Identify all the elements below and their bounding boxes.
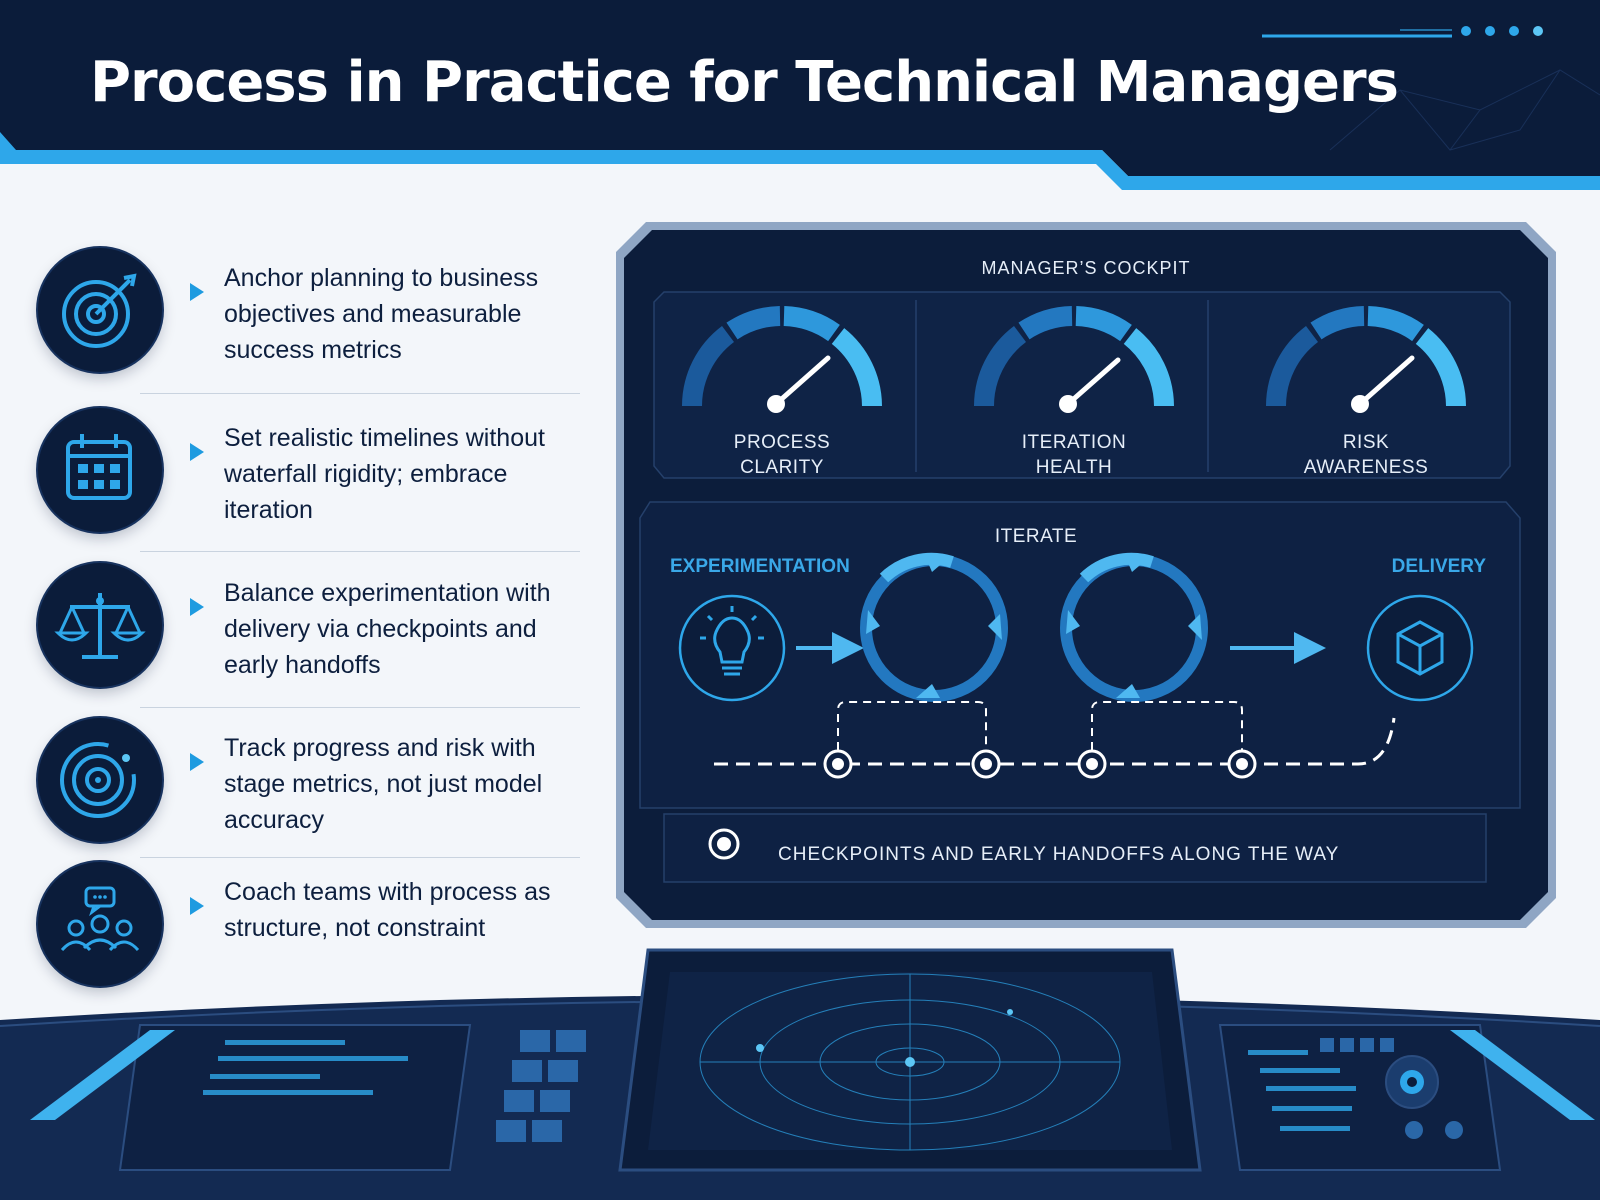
gauge-risk-awareness: RISK AWARENESS xyxy=(1256,300,1476,480)
divider xyxy=(140,393,580,394)
header-dot xyxy=(1461,26,1471,36)
gauge-label-line: CLARITY xyxy=(740,457,824,478)
gauge-label: ITERATION HEALTH xyxy=(964,430,1184,480)
practice-text: Coach teams with process as structure, n… xyxy=(224,878,551,942)
gauge-dial-icon xyxy=(974,306,1174,413)
bullet-arrow-icon xyxy=(190,443,204,461)
header-dot xyxy=(1485,26,1495,36)
gauge-label-line: ITERATION xyxy=(1021,432,1127,453)
iteration-flow-diagram xyxy=(678,552,1474,860)
cockpit-frame xyxy=(616,222,1556,928)
bullet-arrow-icon xyxy=(190,753,204,771)
bullet-arrow-icon xyxy=(190,897,204,915)
divider xyxy=(140,857,580,858)
gauge-label-line: PROCESS xyxy=(733,432,831,453)
cockpit-title: MANAGER’S COCKPIT xyxy=(981,258,1191,278)
practice-item: Set realistic timelines without waterfal… xyxy=(38,400,598,540)
practice-text: Track progress and risk with stage metri… xyxy=(224,734,543,834)
gauge-dial-icon xyxy=(1266,306,1466,413)
console-light-strip xyxy=(1450,1030,1595,1120)
practice-item: Balance experimentation with delivery vi… xyxy=(38,555,598,695)
managers-cockpit-panel: MANAGER’S COCKPIT PROCESS CLARITY xyxy=(616,222,1556,928)
practice-text: Anchor planning to business objectives a… xyxy=(224,264,539,364)
gauge-label: PROCESS CLARITY xyxy=(672,430,892,480)
calendar-icon xyxy=(38,408,162,532)
cockpit-console xyxy=(0,930,1600,1200)
lightbulb-icon xyxy=(678,594,786,702)
radar-icon xyxy=(38,718,162,842)
gauge-label-line: RISK xyxy=(1342,432,1390,453)
target-icon xyxy=(38,248,162,372)
console-light-strip xyxy=(30,1030,175,1120)
practice-item: Anchor planning to business objectives a… xyxy=(38,240,598,380)
iteration-loop-icon xyxy=(1060,552,1208,702)
gauge-label-line: AWARENESS xyxy=(1303,457,1429,478)
gauge-process-clarity: PROCESS CLARITY xyxy=(672,300,892,480)
header-dot xyxy=(1533,26,1543,36)
gauge-dial-icon xyxy=(682,306,882,413)
header-dot xyxy=(1509,26,1519,36)
practice-text: Set realistic timelines without waterfal… xyxy=(224,424,545,524)
header-background xyxy=(0,0,1600,190)
experimentation-label: EXPERIMENTATION xyxy=(670,556,850,577)
gauge-label-line: HEALTH xyxy=(1035,457,1113,478)
console-illustration xyxy=(0,948,1600,1200)
checkpoint-timeline xyxy=(714,701,1396,779)
gauge-label: RISK AWARENESS xyxy=(1256,430,1476,480)
checkpoint-marker-icon xyxy=(708,828,740,860)
iterate-label: ITERATE xyxy=(994,526,1078,547)
delivery-label: DELIVERY xyxy=(1391,556,1486,577)
practice-text: Balance experimentation with delivery vi… xyxy=(224,579,551,679)
practice-item: Coach teams with process as structure, n… xyxy=(38,854,598,994)
iteration-loop-icon xyxy=(860,552,1008,702)
checkpoint-legend: CHECKPOINTS AND EARLY HANDOFFS ALONG THE… xyxy=(778,844,1340,865)
practice-item: Track progress and risk with stage metri… xyxy=(38,710,598,850)
gauge-iteration-health: ITERATION HEALTH xyxy=(964,300,1184,480)
bullet-arrow-icon xyxy=(190,598,204,616)
balance-scale-icon xyxy=(38,563,162,687)
bullet-arrow-icon xyxy=(190,283,204,301)
divider xyxy=(140,707,580,708)
page-title: Process in Practice for Technical Manage… xyxy=(90,50,1399,115)
team-chat-icon xyxy=(38,862,162,986)
divider xyxy=(140,551,580,552)
header-banner: Process in Practice for Technical Manage… xyxy=(0,0,1600,200)
package-box-icon xyxy=(1366,594,1474,702)
radar-screen-icon xyxy=(699,973,1121,1151)
